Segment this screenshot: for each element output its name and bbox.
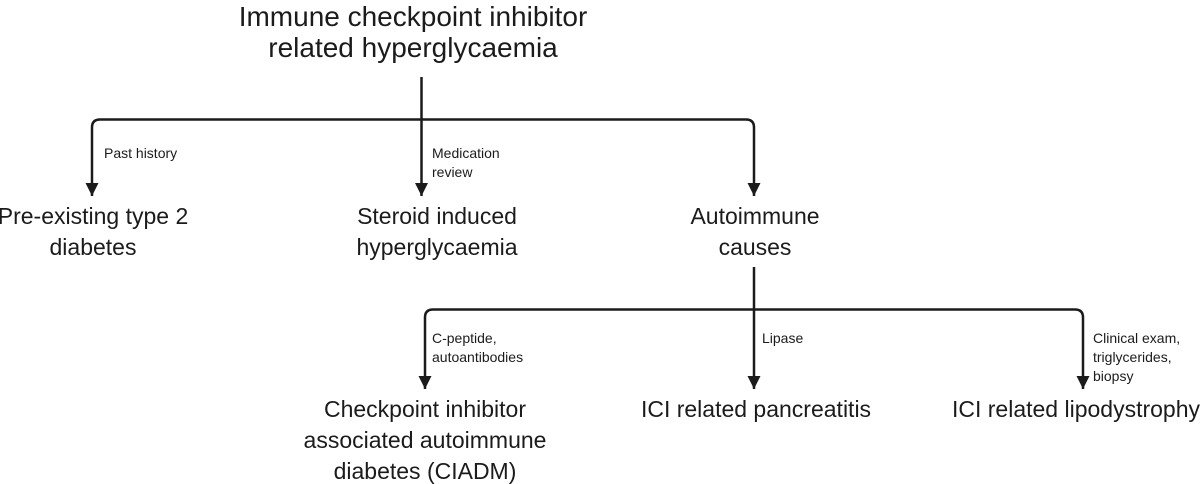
node-autoimmune-causes: Autoimmune causes bbox=[690, 203, 820, 260]
node-ici-related-pancreatitis: ICI related pancreatitis bbox=[640, 396, 872, 422]
node-ici-related-lipodystrophy: ICI related lipodystrophy bbox=[951, 396, 1200, 422]
node-steroid-induced-hyperglycaemia: Steroid induced hyperglycaemia bbox=[356, 203, 518, 260]
edge-label-medication-review: Medication review bbox=[432, 145, 500, 180]
edge-autoimmune-to-lipodystrophy-arrow bbox=[754, 308, 1090, 389]
edge-label-past-history: Past history bbox=[104, 145, 178, 161]
edge-root-to-autoimmune-arrow bbox=[421, 118, 761, 196]
node-ciadm: Checkpoint inhibitor associated autoimmu… bbox=[303, 396, 547, 484]
edge-root-to-preexisting-arrow bbox=[85, 118, 422, 196]
edge-label-c-peptide-autoantibodies: C-peptide, autoantibodies bbox=[432, 330, 524, 365]
root-node-title: Immune checkpoint inhibitor related hype… bbox=[238, 1, 588, 63]
edge-label-clinical-exam-triglycerides-biopsy: Clinical exam, triglycerides, biopsy bbox=[1093, 330, 1181, 384]
edge-autoimmune-to-ciadm-arrow bbox=[418, 308, 754, 389]
node-preexisting-type2-diabetes: Pre-existing type 2 diabetes bbox=[0, 203, 189, 260]
edge-label-lipase: Lipase bbox=[762, 330, 804, 346]
